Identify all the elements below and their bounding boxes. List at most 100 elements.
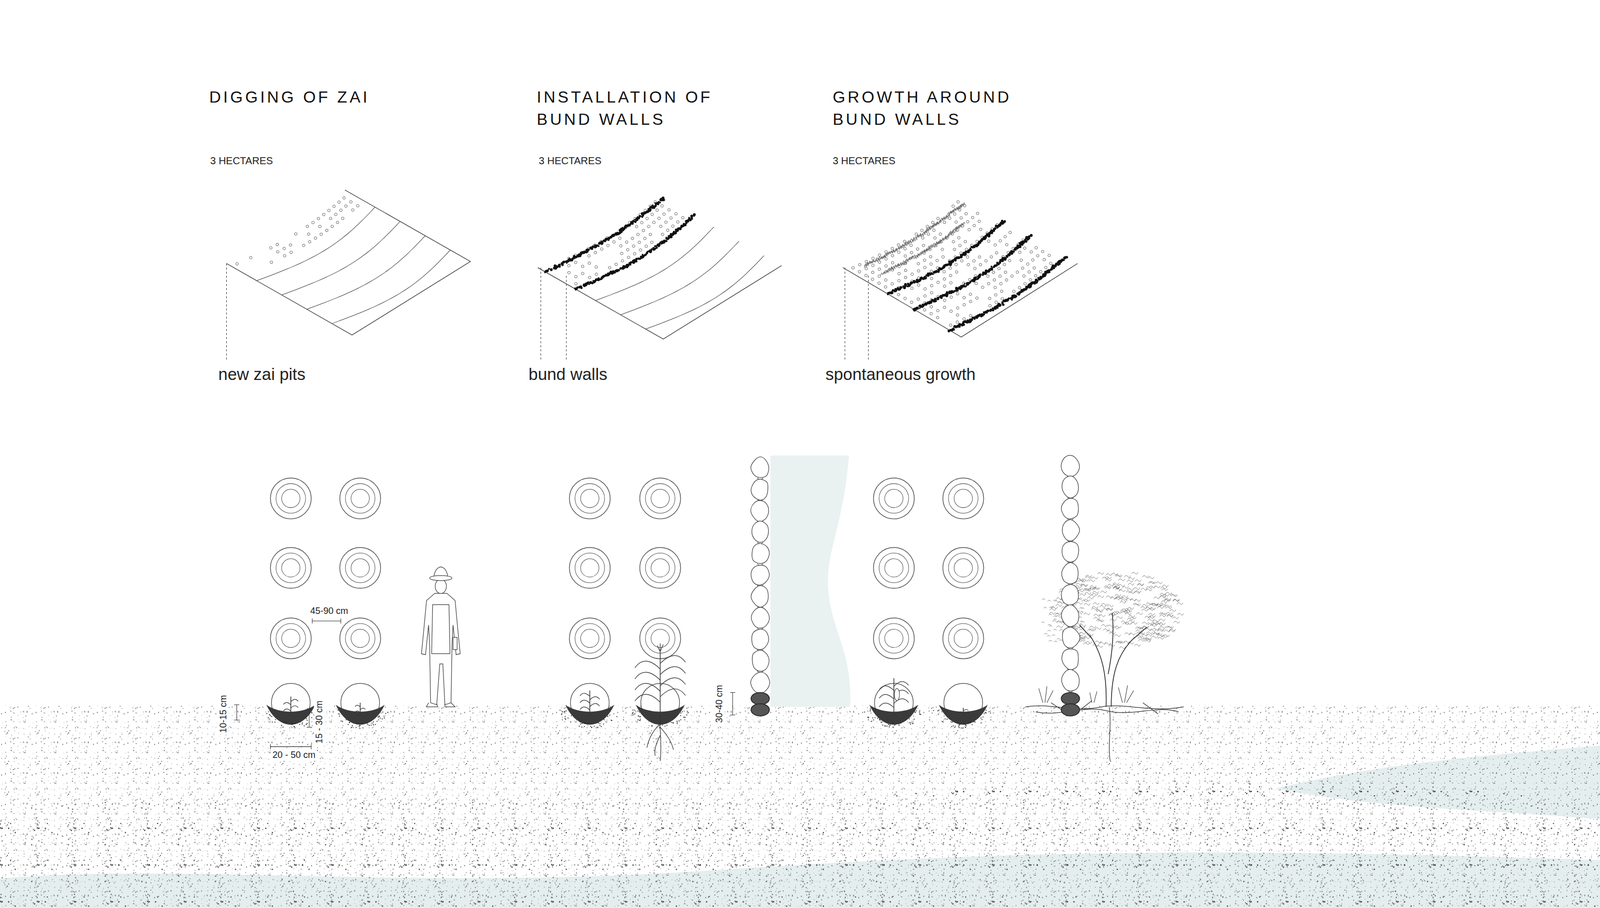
bund-stone-mark xyxy=(1029,233,1033,237)
illustration-path xyxy=(421,592,461,705)
zai-pit-mark xyxy=(950,295,953,298)
bund-stone-mark xyxy=(962,284,966,288)
illustration-circle xyxy=(597,722,599,724)
zai-pit-mark xyxy=(936,309,939,312)
bund-stone-mark xyxy=(924,277,927,280)
illustration-path xyxy=(893,681,909,686)
bund-stone-mark xyxy=(993,227,996,230)
zai-pit-mark xyxy=(625,240,628,244)
illustration-circle xyxy=(639,719,641,721)
illustration-circle xyxy=(898,724,900,726)
zai-pit-mark xyxy=(891,254,894,257)
zai-pit-mark xyxy=(1044,266,1047,269)
bund-stone-mark xyxy=(557,264,560,267)
zai-pit-mark xyxy=(917,297,920,300)
illustration-path xyxy=(1132,603,1139,606)
zai-pit-mark xyxy=(858,270,861,273)
zai-pit-mark xyxy=(969,300,972,303)
bund-stone-mark xyxy=(639,215,642,218)
zai-pit-plan xyxy=(651,558,670,577)
illustration-circle xyxy=(291,722,293,724)
illustration-circle xyxy=(941,720,943,722)
illustration-circle xyxy=(294,726,296,728)
bund-stone-mark xyxy=(635,258,638,261)
illustration-circle xyxy=(584,722,586,724)
zai-pit-mark xyxy=(973,267,977,270)
zai-pit-mark xyxy=(1032,266,1036,270)
bund-stone-mark xyxy=(934,269,938,273)
illustration-circle xyxy=(946,718,948,720)
zai-pit-mark xyxy=(1034,274,1037,277)
zai-pit-mark xyxy=(567,257,571,260)
bund-stone-mark xyxy=(627,264,630,267)
bund-stone-mark xyxy=(661,196,665,200)
bund-stone-mark xyxy=(886,293,889,296)
illustration-path xyxy=(963,709,969,711)
illustration-circle xyxy=(311,712,313,714)
illustration-circle xyxy=(355,726,357,728)
zai-pit-plan xyxy=(879,623,910,654)
zai-pit-mark xyxy=(891,261,894,264)
illustration-path xyxy=(579,706,590,710)
illustration-circle xyxy=(672,722,674,724)
illustration-circle xyxy=(383,717,385,719)
growth-mark xyxy=(892,249,897,254)
illustration-circle xyxy=(603,723,605,725)
illustration-path xyxy=(660,688,686,697)
illustration-path xyxy=(646,714,674,761)
illustration-circle xyxy=(282,721,284,723)
zai-pit-mark xyxy=(674,212,678,215)
zai-pit-mark xyxy=(910,272,914,276)
zai-pit-mark xyxy=(1023,246,1026,249)
zai-pit-plan xyxy=(281,558,300,577)
zai-pit-mark xyxy=(884,250,888,254)
zai-pit-mark xyxy=(620,252,623,255)
zai-pit-mark xyxy=(322,213,325,216)
zai-pit-mark xyxy=(643,236,646,240)
illustration-path xyxy=(431,604,450,654)
bund-stone-mark xyxy=(655,246,658,249)
illustration-circle xyxy=(348,721,350,723)
illustration-circle xyxy=(908,722,910,724)
bund-stone-mark xyxy=(916,306,919,310)
bund-stone-mark xyxy=(1016,292,1019,295)
bund-stone-mark xyxy=(686,220,690,223)
bund-stone-mark xyxy=(568,258,570,260)
illustration-path xyxy=(283,702,291,705)
zai-pit-plan xyxy=(270,617,312,659)
bund-stone-mark xyxy=(683,223,687,226)
illustration-circle xyxy=(871,720,873,722)
illustration-circle xyxy=(600,725,602,727)
illustration-circle xyxy=(950,720,952,722)
zai-pit-mark xyxy=(581,272,584,275)
illustration-circle xyxy=(683,716,685,718)
zai-pit-mark xyxy=(864,274,868,277)
illustration-circle xyxy=(362,722,364,724)
plant xyxy=(283,696,298,715)
illustration-path xyxy=(1147,576,1155,579)
zai-pit-mark xyxy=(1022,274,1026,278)
bund-stone-mark xyxy=(929,301,932,304)
illustration-path xyxy=(1140,587,1147,590)
bund-stone-mark xyxy=(953,289,956,292)
bund-stone-mark xyxy=(993,227,997,230)
illustration-circle xyxy=(960,727,962,729)
bund-stone-mark xyxy=(998,303,1002,306)
growth-mark xyxy=(901,262,907,266)
illustration-circle xyxy=(561,712,563,714)
zai-pit-mark xyxy=(974,281,978,285)
zai-pit-mark xyxy=(941,255,945,259)
bund-stone-mark xyxy=(601,241,604,244)
zai-pit-mark xyxy=(661,232,664,236)
illustration-circle xyxy=(351,726,353,728)
zai-pit-mark xyxy=(294,232,297,235)
zai-pit-mark xyxy=(960,216,963,220)
ground-soil xyxy=(0,777,1600,908)
zai-pit-mark xyxy=(878,267,881,271)
leader-line xyxy=(540,267,541,360)
zai-pit-mark xyxy=(1041,250,1044,253)
zai-pit-mark xyxy=(929,255,932,258)
zai-pit-mark xyxy=(962,295,966,299)
zai-pit-mark xyxy=(587,261,591,265)
